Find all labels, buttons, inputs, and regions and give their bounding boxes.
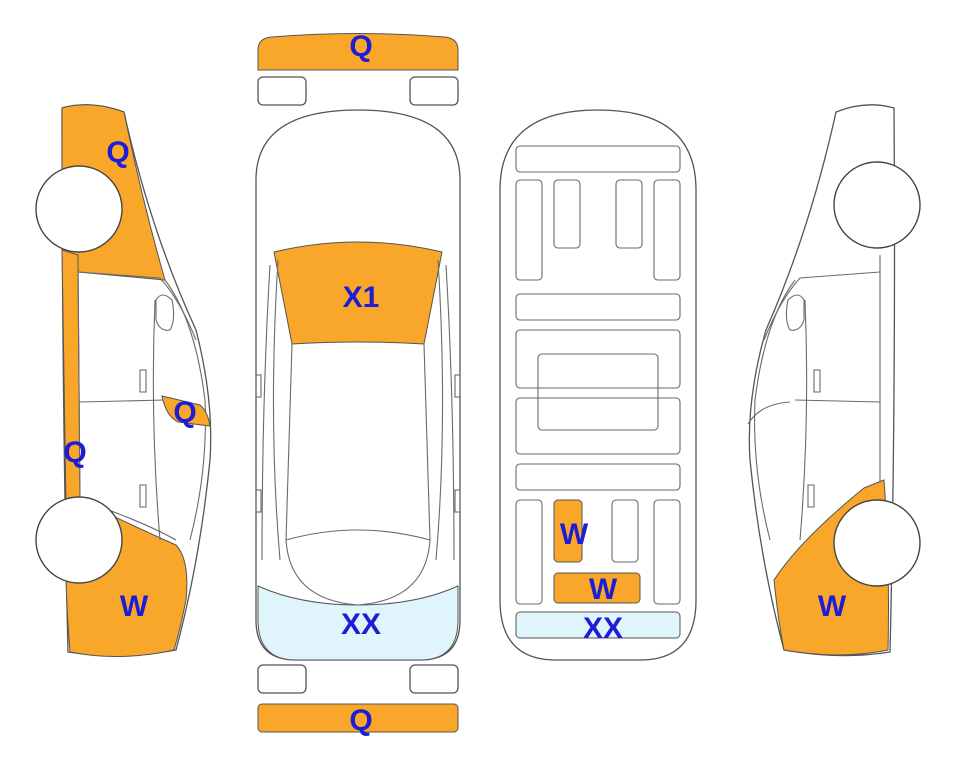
front-bumper-label: Q <box>349 30 372 63</box>
underside-rear-strip-damage[interactable] <box>515 611 681 639</box>
top-view: Q X1 XX Q <box>255 30 461 737</box>
rear-left-light <box>257 664 307 694</box>
underside-panel-b-damage[interactable] <box>553 572 641 604</box>
right-front-wheel <box>833 161 921 249</box>
rear-glass-damage[interactable] <box>257 585 459 661</box>
top-car-body[interactable] <box>255 109 461 661</box>
right-rear-wheel <box>833 499 921 587</box>
underside-view: W W XX <box>499 109 697 661</box>
rear-glass-label: XX <box>341 608 381 641</box>
underside-panel-a-damage[interactable] <box>553 499 583 563</box>
rear-bumper-damage[interactable] <box>257 703 459 733</box>
front-left-light <box>257 76 307 106</box>
left-rear-wheel <box>35 496 123 584</box>
underside-body[interactable] <box>499 109 697 661</box>
underside-rear-strip-label: XX <box>583 612 623 645</box>
left-side-view: Q Q Q W <box>35 104 212 658</box>
rear-right-light <box>409 664 459 694</box>
front-bumper-damage[interactable] <box>257 33 459 71</box>
windshield-label: X1 <box>343 281 380 314</box>
left-upper-label: Q <box>106 136 129 169</box>
front-right-light <box>409 76 459 106</box>
left-door-trim-damage[interactable] <box>161 395 211 427</box>
left-front-wheel <box>35 165 123 253</box>
left-lower-label: W <box>120 590 149 623</box>
right-side-view: W <box>747 104 921 657</box>
underside-panel-b-label: W <box>589 573 618 606</box>
windshield-damage[interactable] <box>273 241 443 345</box>
left-door-label: Q <box>173 396 196 429</box>
left-rocker-label: Q <box>63 436 86 469</box>
right-lower-label: W <box>818 590 847 623</box>
rear-bumper-label: Q <box>349 704 372 737</box>
underside-panel-a-label: W <box>560 518 589 551</box>
